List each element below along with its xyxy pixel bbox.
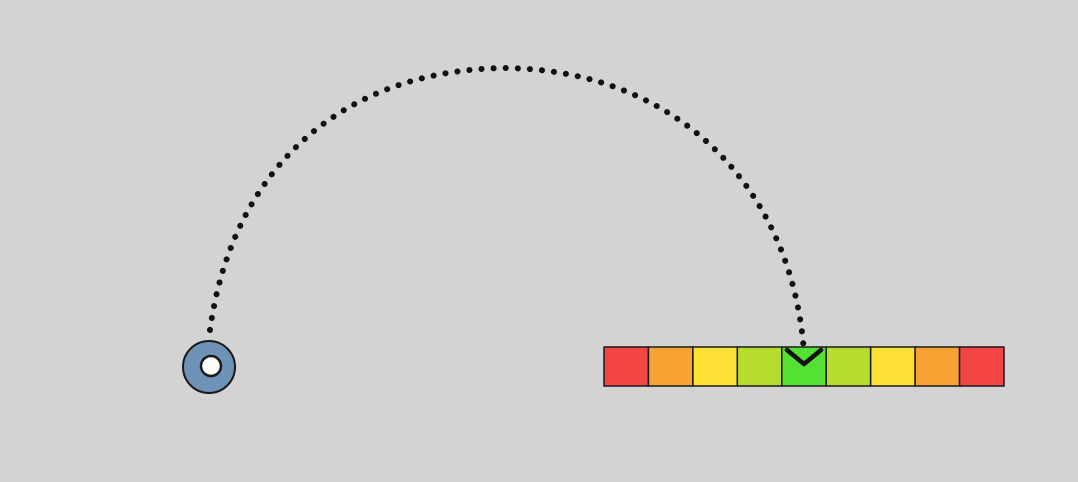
- target-segment: [736, 346, 783, 387]
- target-segment: [958, 346, 1005, 387]
- target-segment: [825, 346, 872, 387]
- target-segment: [914, 346, 961, 387]
- launcher[interactable]: [182, 340, 236, 394]
- launcher-hole: [199, 354, 223, 378]
- target-segment: [603, 346, 650, 387]
- target-segment: [692, 346, 739, 387]
- target-bar: [603, 346, 1005, 387]
- chevron-down-icon: [784, 347, 824, 367]
- target-segment: [647, 346, 694, 387]
- trajectory-arc: [207, 64, 807, 355]
- target-segment: [869, 346, 916, 387]
